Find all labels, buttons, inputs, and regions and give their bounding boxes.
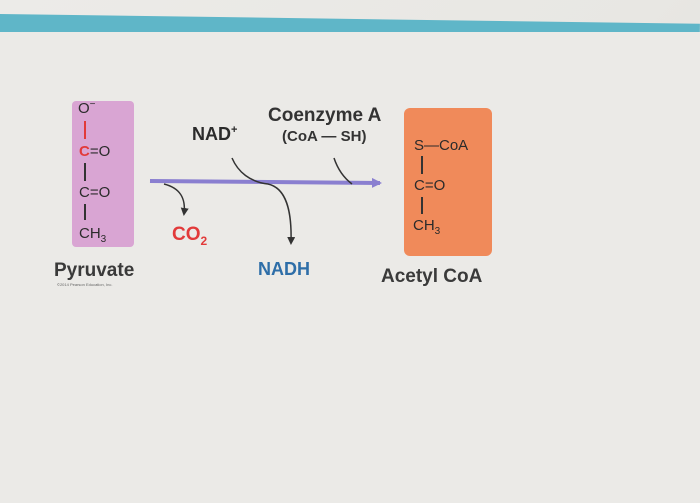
pyruvate-o-minus: O− <box>78 99 96 117</box>
acetyl-bond-2 <box>421 197 423 214</box>
pyruvate-bond-2 <box>84 163 86 181</box>
pyruvate-bond-3 <box>84 204 86 220</box>
pyruvate-label: Pyruvate <box>54 260 135 281</box>
co2-label: CO2 <box>172 224 208 248</box>
pyruvate-ch3: CH3 <box>79 225 107 245</box>
coenzyme-a-label: Coenzyme A <box>268 105 382 126</box>
pyruvate-carbonyl-1: C=O <box>79 143 111 160</box>
acetyl-coa-structure-box <box>404 108 492 256</box>
main-reaction-arrow <box>149 177 382 188</box>
coa-input-arrow <box>333 157 353 185</box>
pyruvate-carbonyl-2: C=O <box>79 184 111 201</box>
nad-plus-label: NAD+ <box>192 124 238 144</box>
acetyl-carbonyl: C=O <box>414 177 446 194</box>
pyruvate-structure-box <box>72 101 134 247</box>
acetyl-bond-1 <box>421 156 423 174</box>
co2-release-arrow <box>163 183 189 216</box>
nadh-label: NADH <box>258 259 310 279</box>
acetyl-s-coa: S—CoA <box>414 137 469 154</box>
acetyl-coa-label: Acetyl CoA <box>381 266 483 287</box>
copyright-credit: ©2014 Pearson Education, Inc. <box>57 282 113 287</box>
nad-input-arrow <box>231 157 296 245</box>
coa-sh-label: (CoA — SH) <box>282 128 367 145</box>
pyruvate-bond-1 <box>84 121 86 139</box>
acetyl-ch3: CH3 <box>413 217 441 237</box>
